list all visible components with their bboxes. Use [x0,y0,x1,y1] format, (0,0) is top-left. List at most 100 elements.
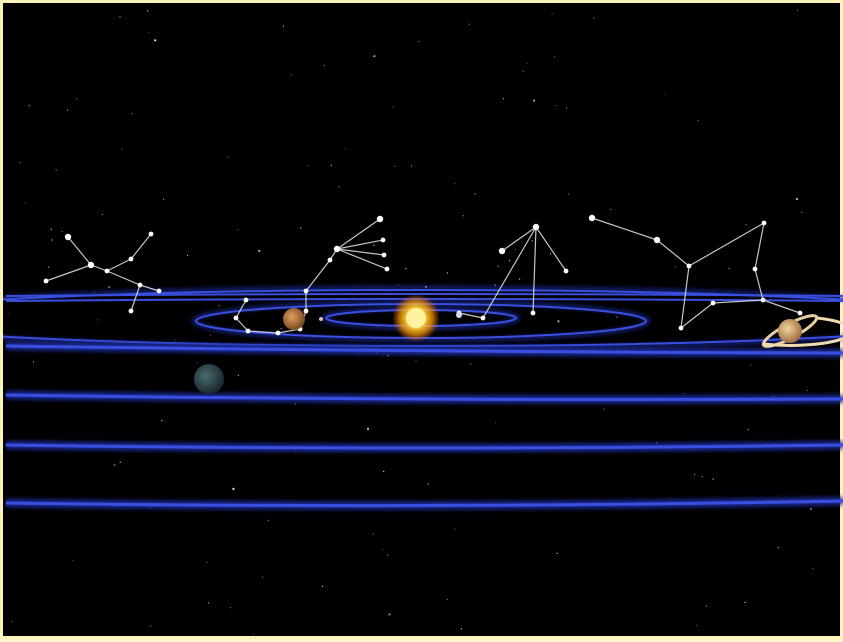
background-star [664,93,666,96]
constellation-star [761,220,767,226]
background-star [462,215,464,217]
background-star [387,554,389,556]
saturn [761,314,843,348]
background-star [161,420,163,422]
constellation-line [67,236,92,266]
background-star [121,148,123,150]
constellation-line [754,222,765,270]
background-star [697,120,699,122]
background-star [555,104,557,107]
background-star [405,268,407,270]
background-star [163,198,165,200]
background-star [460,628,462,630]
background-star [454,183,456,185]
background-star [427,483,429,485]
background-star [187,254,189,256]
background-star [747,429,749,431]
background-star [218,305,220,307]
background-star [323,65,326,67]
background-star [11,620,13,623]
constellation-star [376,215,384,223]
background-star [28,105,30,107]
background-star [55,169,57,171]
background-star [397,284,400,286]
background-star [526,62,528,64]
constellation-star [532,223,540,231]
constellation-star [243,297,249,303]
constellation-star [128,256,134,262]
constellation-line [656,239,690,267]
orbit-ring [3,289,843,347]
background-star [415,359,417,361]
constellation-line [336,248,388,270]
constellation-star [678,325,684,331]
neptune [194,364,224,394]
constellation-star [233,315,239,321]
orbit-ring [5,443,843,450]
background-star [684,392,686,395]
solar-system-scene [3,9,843,635]
orbit-ring [5,393,843,401]
background-star [386,354,389,357]
background-star [383,470,385,473]
background-star [72,560,74,562]
constellation-star [752,266,758,272]
constellation-star [104,268,110,274]
background-star [603,408,605,410]
background-star [206,561,208,564]
background-star [801,211,803,213]
background-star [812,567,814,569]
constellation-line [235,299,247,319]
background-star [519,278,521,280]
constellation-line [247,330,279,334]
background-star [567,193,570,195]
constellation-star [760,297,766,303]
constellation-star [303,308,309,314]
background-star [745,224,747,226]
constellation-star [333,245,341,253]
constellation-line [680,265,690,329]
background-star [209,335,211,337]
background-star [694,473,696,475]
constellation-star [530,310,536,316]
constellation-star [128,308,134,314]
background-star [232,487,235,490]
background-star [712,478,714,480]
constellation-star [327,257,333,263]
background-star [508,259,511,262]
background-star [76,98,78,100]
background-star [777,547,779,549]
constellation-line [305,259,331,292]
background-star [330,164,332,166]
background-star [551,13,553,15]
background-star [119,461,121,463]
background-star [267,519,269,522]
constellation-line [130,284,141,312]
background-star [290,74,292,76]
constellation-line [336,239,384,250]
background-star [566,107,568,109]
background-star [468,23,470,25]
background-star [593,17,595,19]
background-star [549,253,552,255]
background-star [131,113,133,115]
background-star [154,39,157,42]
background-star [514,248,516,251]
constellation-line [45,264,92,282]
background-star [32,361,34,363]
background-star [258,249,261,252]
background-star [531,240,533,242]
constellation-line [482,226,537,319]
background-star [51,239,53,241]
background-star [728,267,730,269]
background-star [300,227,302,229]
constellation-line [754,268,764,301]
background-star [446,598,448,601]
background-star [556,552,558,555]
background-star [388,613,391,616]
background-star [502,98,504,100]
background-star [237,229,239,231]
background-star [208,602,210,604]
background-star [50,228,52,230]
